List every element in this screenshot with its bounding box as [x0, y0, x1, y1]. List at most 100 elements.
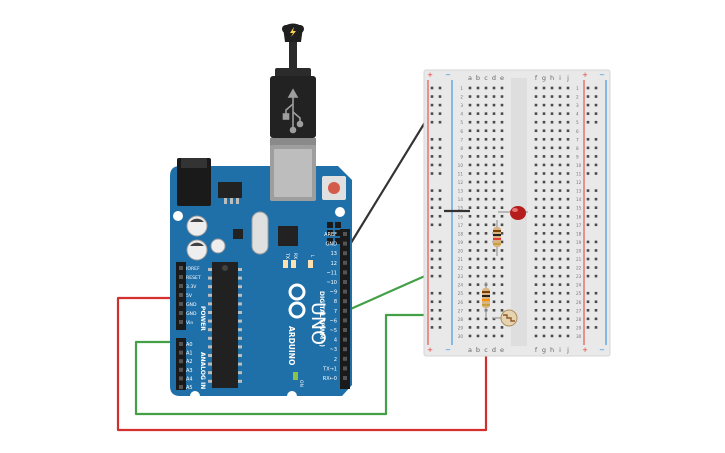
breadboard-hole[interactable] [558, 163, 562, 167]
rail-hole[interactable] [594, 274, 598, 278]
breadboard-hole[interactable] [550, 223, 554, 227]
breadboard-hole[interactable] [542, 300, 546, 304]
digital-pin[interactable] [343, 251, 347, 256]
breadboard-hole[interactable] [534, 266, 538, 269]
rail-hole[interactable] [586, 291, 590, 295]
rail-hole[interactable] [438, 95, 442, 98]
breadboard-hole[interactable] [484, 120, 488, 124]
breadboard-hole[interactable] [484, 274, 488, 278]
breadboard-hole[interactable] [566, 291, 570, 295]
breadboard-hole[interactable] [492, 112, 496, 115]
breadboard-hole[interactable] [492, 206, 496, 209]
rail-hole[interactable] [586, 103, 590, 107]
digital-pin[interactable] [343, 328, 347, 332]
breadboard-hole[interactable] [500, 266, 504, 269]
power-pin[interactable] [179, 293, 183, 297]
rail-hole[interactable] [430, 197, 434, 201]
breadboard-hole[interactable] [484, 189, 488, 192]
breadboard-hole[interactable] [534, 274, 538, 278]
breadboard-hole[interactable] [492, 291, 496, 295]
breadboard-hole[interactable] [468, 283, 472, 286]
breadboard-hole[interactable] [534, 155, 538, 158]
rail-hole[interactable] [586, 146, 590, 150]
digital-pin[interactable] [343, 260, 347, 265]
breadboard-hole[interactable] [476, 266, 480, 269]
breadboard-hole[interactable] [558, 232, 562, 235]
rail-hole[interactable] [586, 86, 590, 90]
rail-hole[interactable] [438, 189, 442, 192]
rail-hole[interactable] [430, 274, 434, 278]
breadboard-hole[interactable] [550, 274, 554, 278]
breadboard-hole[interactable] [534, 197, 538, 201]
breadboard-hole[interactable] [550, 240, 554, 244]
breadboard-hole[interactable] [500, 326, 504, 329]
breadboard-hole[interactable] [542, 197, 546, 201]
breadboard-hole[interactable] [550, 232, 554, 235]
breadboard-hole[interactable] [476, 206, 480, 209]
breadboard-hole[interactable] [492, 283, 496, 286]
breadboard-hole[interactable] [566, 146, 570, 150]
breadboard-hole[interactable] [492, 309, 496, 312]
breadboard-hole[interactable] [468, 155, 472, 158]
breadboard-hole[interactable] [468, 257, 472, 261]
breadboard-hole[interactable] [566, 172, 570, 175]
rail-hole[interactable] [594, 138, 598, 141]
breadboard-hole[interactable] [468, 317, 472, 321]
breadboard-hole[interactable] [500, 274, 504, 278]
breadboard-hole[interactable] [558, 95, 562, 98]
breadboard-hole[interactable] [492, 155, 496, 158]
rail-hole[interactable] [430, 155, 434, 158]
digital-pin[interactable] [343, 308, 347, 313]
digital-pin[interactable] [343, 280, 347, 284]
breadboard-hole[interactable] [476, 309, 480, 312]
breadboard-hole[interactable] [558, 214, 562, 218]
breadboard-hole[interactable] [566, 129, 570, 133]
rail-hole[interactable] [594, 146, 598, 150]
breadboard-hole[interactable] [484, 146, 488, 150]
breadboard-hole[interactable] [468, 300, 472, 304]
rail-hole[interactable] [438, 86, 442, 90]
breadboard-hole[interactable] [476, 129, 480, 133]
breadboard-hole[interactable] [484, 249, 488, 252]
breadboard-hole[interactable] [566, 189, 570, 192]
breadboard-hole[interactable] [484, 334, 488, 338]
breadboard-hole[interactable] [476, 163, 480, 167]
breadboard-hole[interactable] [500, 309, 504, 312]
breadboard-hole[interactable] [468, 223, 472, 227]
rail-hole[interactable] [430, 103, 434, 107]
breadboard-hole[interactable] [534, 283, 538, 286]
rail-hole[interactable] [430, 163, 434, 167]
rail-hole[interactable] [438, 274, 442, 278]
breadboard-hole[interactable] [534, 138, 538, 141]
power-pin[interactable] [179, 275, 183, 279]
breadboard-hole[interactable] [500, 214, 504, 218]
rail-hole[interactable] [430, 326, 434, 329]
power-pin[interactable] [179, 284, 183, 288]
breadboard-hole[interactable] [550, 103, 554, 107]
breadboard-hole[interactable] [468, 129, 472, 133]
rail-hole[interactable] [594, 206, 598, 209]
breadboard-hole[interactable] [558, 283, 562, 286]
rail-hole[interactable] [586, 257, 590, 261]
breadboard-hole[interactable] [558, 86, 562, 90]
rail-hole[interactable] [594, 309, 598, 312]
breadboard-hole[interactable] [500, 232, 504, 235]
breadboard-hole[interactable] [542, 317, 546, 321]
rail-hole[interactable] [438, 120, 442, 124]
breadboard-hole[interactable] [484, 172, 488, 175]
rail-hole[interactable] [430, 257, 434, 261]
breadboard-hole[interactable] [566, 138, 570, 141]
breadboard-hole[interactable] [500, 138, 504, 141]
breadboard-hole[interactable] [492, 180, 496, 184]
breadboard-hole[interactable] [542, 138, 546, 141]
rail-hole[interactable] [438, 197, 442, 201]
breadboard-hole[interactable] [558, 155, 562, 158]
breadboard-hole[interactable] [500, 172, 504, 175]
breadboard-hole[interactable] [492, 163, 496, 167]
breadboard-hole[interactable] [484, 138, 488, 141]
breadboard-hole[interactable] [566, 334, 570, 338]
breadboard-hole[interactable] [566, 283, 570, 286]
breadboard-hole[interactable] [468, 197, 472, 201]
breadboard-hole[interactable] [468, 112, 472, 115]
rail-hole[interactable] [594, 257, 598, 261]
